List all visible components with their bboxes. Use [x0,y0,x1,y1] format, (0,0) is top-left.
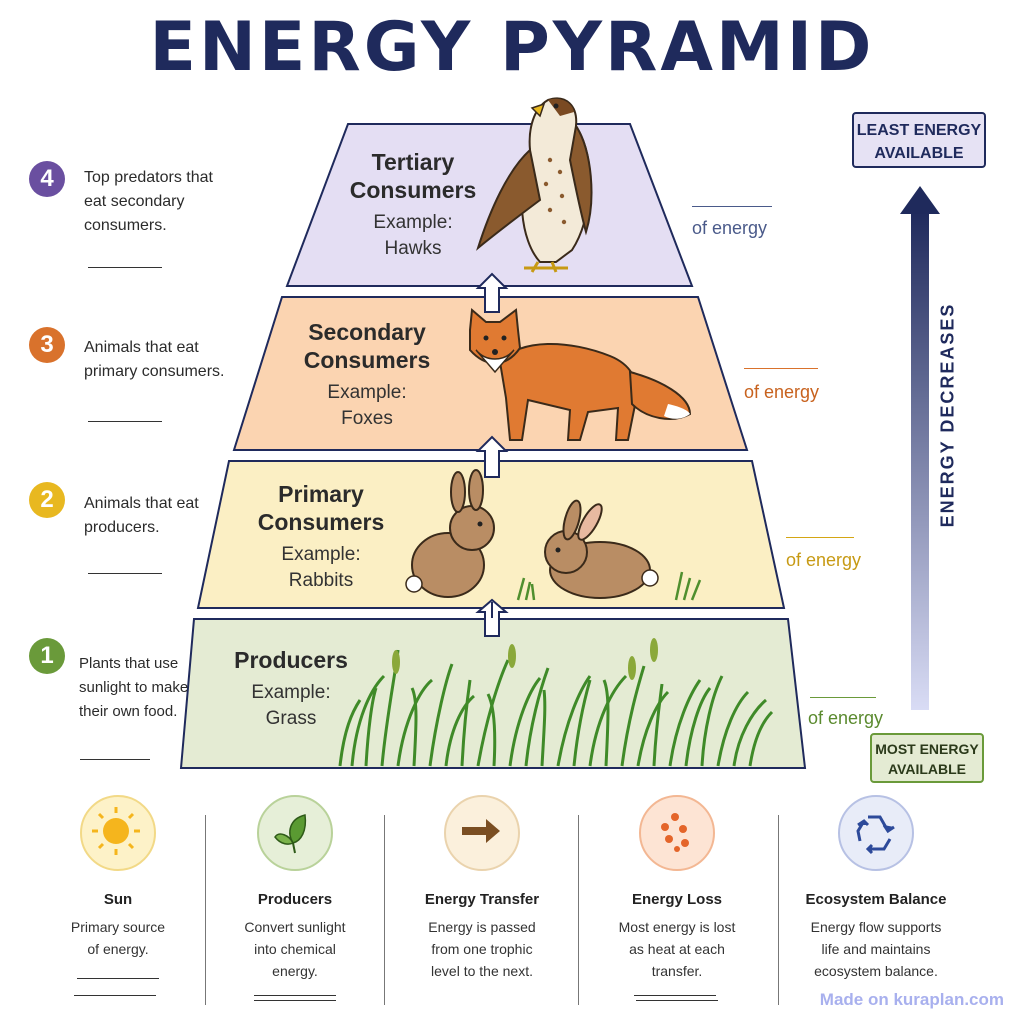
card-energy-loss-title: Energy Loss [631,891,723,908]
tier-3-text: Secondary Consumers Example: Foxes [272,318,462,432]
card-producers: Producers Convert sunlight into chemical… [205,795,385,1001]
tier-4-text: Tertiary Consumers Example: Hawks [318,148,508,262]
least-energy-label: LEAST ENERGY AVAILABLE [852,112,986,168]
card-sun-answer-blank[interactable] [77,978,159,979]
energy-flow-arrows [475,272,509,637]
tier-1-text: Producers Example: Grass [196,646,386,732]
level-4-description: Top predators that eat secondary consume… [84,169,213,234]
arrow-right-icon [444,795,520,871]
tier-4-example: Example: Hawks [373,212,453,259]
level-3-description: Animals that eat primary consumers. [84,339,225,380]
card-energy-loss-text: Most energy is lost as heat at each tran… [618,919,736,979]
recycle-icon [838,795,914,871]
divider [578,815,579,1005]
level-2-answer-blank[interactable] [88,573,162,574]
energy-scale-arrowhead [900,186,940,214]
up-arrow-icon [475,272,509,313]
tier-2-name: Primary Consumers [257,481,385,535]
level-1-badge: 1 [29,638,65,674]
card-energy-loss: Energy Loss Most energy is lost as heat … [587,795,767,1001]
up-arrow-icon [475,435,509,478]
hawk-icon [476,97,593,273]
tier-1-name: Producers [234,647,348,673]
rabbit-icon [405,469,702,601]
level-3-answer-blank[interactable] [88,421,162,422]
level-2-badge: 2 [29,482,65,518]
watermark[interactable]: Made on kuraplan.com [819,990,1004,1009]
tier-2-energy-label: of energy [786,550,862,570]
bottom-answer-blank[interactable] [254,995,336,996]
tier-3-energy-label: of energy [744,382,820,402]
tier-4-name: Tertiary Consumers [349,149,477,203]
level-1-description: Plants that use sunlight to make their o… [79,655,189,720]
card-ecosystem-balance-text: Energy flow supports life and maintains … [810,919,942,979]
energy-decreases-label: ENERGY DECREASES [937,302,958,528]
heat-dots-icon [639,795,715,871]
bottom-answer-blank[interactable] [74,995,156,996]
card-sun-title: Sun [103,891,133,908]
card-producers-text: Convert sunlight into chemical energy. [244,919,346,979]
tier-3-energy-blank[interactable] [744,368,818,369]
card-ecosystem-balance: Ecosystem Balance Energy flow supports l… [786,795,966,982]
level-4-answer-blank[interactable] [88,267,162,268]
card-energy-transfer: Energy Transfer Energy is passed from on… [392,795,572,982]
level-1-answer-blank[interactable] [80,759,150,760]
divider [384,815,385,1005]
tier-1-energy-blank[interactable] [810,697,876,698]
page-title: ENERGY PYRAMID [149,8,875,87]
fox-icon [469,307,692,441]
grass-seedhead-icon [392,638,658,680]
tier-3-example: Example: Foxes [327,382,407,429]
card-energy-transfer-text: Energy is passed from one trophic level … [428,919,536,979]
leaf-icon [257,795,333,871]
tier-3-name: Secondary Consumers [303,319,431,373]
most-energy-label: MOST ENERGY AVAILABLE [870,733,984,783]
card-producers-title: Producers [257,891,333,908]
tier-2-text: Primary Consumers Example: Rabbits [226,480,416,594]
tier-2-energy-blank[interactable] [786,537,854,538]
tier-1-band [179,618,807,769]
card-sun: Sun Primary source of energy. [28,795,208,979]
tier-2-example: Example: Rabbits [281,544,361,591]
tier-4-energy-blank[interactable] [692,206,772,207]
divider [205,815,206,1005]
level-2-description: Animals that eat producers. [84,495,199,536]
card-producers-answer-blank[interactable] [254,1000,336,1001]
level-3-badge: 3 [29,327,65,363]
card-sun-text: Primary source of energy. [70,919,166,957]
tier-1-energy-label: of energy [808,708,884,728]
card-energy-loss-answer-blank[interactable] [636,1000,718,1001]
bottom-answer-blank[interactable] [634,995,716,996]
level-4-badge: 4 [29,161,65,197]
card-ecosystem-balance-title: Ecosystem Balance [805,891,947,908]
up-arrow-icon [475,598,509,637]
energy-scale-shaft [911,210,929,710]
tier-1-example: Example: Grass [251,682,331,729]
sun-icon [80,795,156,871]
tier-4-energy-label: of energy [692,218,768,238]
card-energy-transfer-title: Energy Transfer [424,891,540,908]
divider [778,815,779,1005]
